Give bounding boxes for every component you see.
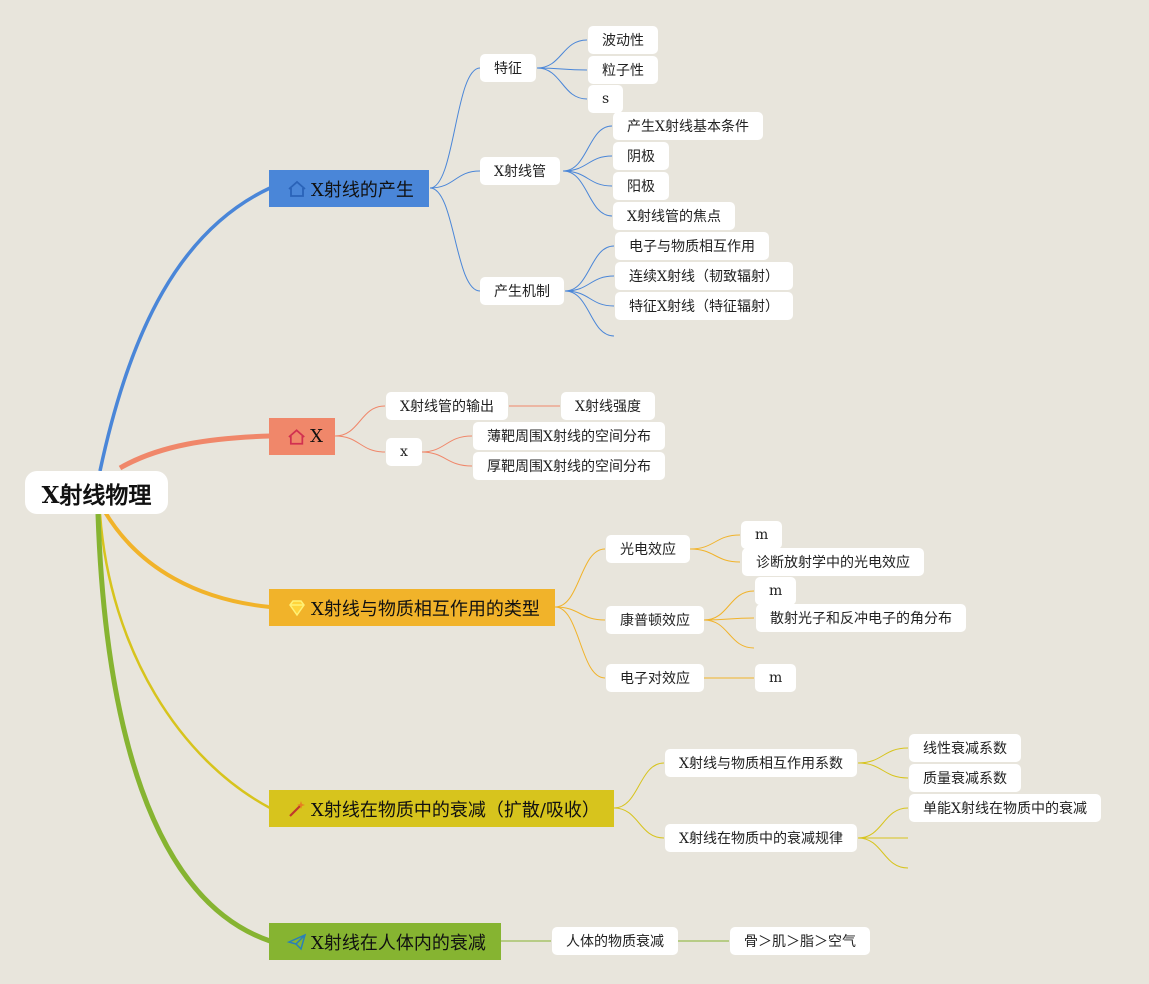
branch-label: X射线在人体内的衰减 bbox=[311, 932, 486, 954]
branch-label: X射线在物质中的衰减（扩散/吸收） bbox=[311, 799, 600, 821]
node-thin-target[interactable]: 薄靶周围X射线的空间分布 bbox=[473, 422, 665, 450]
node-mass-attenuation[interactable]: 质量衰减系数 bbox=[909, 764, 1021, 792]
node-xray-intensity[interactable]: X射线强度 bbox=[561, 392, 655, 420]
node-tube-output[interactable]: X射线管的输出 bbox=[386, 392, 508, 420]
magic-wand-icon bbox=[289, 800, 305, 817]
node-pair-production[interactable]: 电子对效应 bbox=[606, 664, 704, 692]
node-s[interactable]: s bbox=[588, 85, 624, 113]
node-continuous-xray[interactable]: 连续X射线（韧致辐射） bbox=[615, 262, 793, 290]
diamond-icon bbox=[289, 599, 305, 616]
node-diagnostic-photoelectric[interactable]: 诊断放射学中的光电效应 bbox=[742, 548, 924, 576]
node-compton[interactable]: 康普顿效应 bbox=[606, 606, 704, 634]
paper-plane-icon bbox=[287, 933, 307, 950]
node-interaction-coefficient[interactable]: X射线与物质相互作用系数 bbox=[665, 749, 857, 777]
node-monoenergetic[interactable]: 单能X射线在物质中的衰减 bbox=[909, 794, 1101, 822]
node-thick-target[interactable]: 厚靶周围X射线的空间分布 bbox=[473, 452, 665, 480]
node-angular-distribution[interactable]: 散射光子和反冲电子的角分布 bbox=[756, 604, 966, 632]
home-icon bbox=[288, 180, 306, 197]
root-node[interactable]: X射线物理 bbox=[25, 471, 168, 514]
node-cathode[interactable]: 阴极 bbox=[613, 142, 669, 170]
home-icon bbox=[288, 428, 305, 445]
node-bone-order[interactable]: 骨＞肌＞脂＞空气 bbox=[730, 927, 870, 955]
node-anode[interactable]: 阳极 bbox=[613, 172, 669, 200]
node-linear-attenuation[interactable]: 线性衰减系数 bbox=[909, 734, 1021, 762]
node-x-small[interactable]: x bbox=[386, 438, 422, 466]
node-characteristic-xray[interactable]: 特征X射线（特征辐射） bbox=[615, 292, 793, 320]
branch-node-body-attenuation[interactable]: X射线在人体内的衰减 bbox=[269, 923, 501, 960]
branch-label: X bbox=[310, 426, 323, 447]
node-particle-nature[interactable]: 粒子性 bbox=[588, 56, 658, 84]
branch-node-attenuation[interactable]: X射线在物质中的衰减（扩散/吸收） bbox=[269, 790, 614, 827]
node-focal-spot[interactable]: X射线管的焦点 bbox=[613, 202, 735, 230]
node-wave-nature[interactable]: 波动性 bbox=[588, 26, 658, 54]
node-m-2[interactable]: m bbox=[755, 577, 797, 605]
branch-node-x[interactable]: X bbox=[269, 418, 335, 455]
node-mechanism[interactable]: 产生机制 bbox=[480, 277, 564, 305]
node-xray-tube[interactable]: X射线管 bbox=[480, 157, 560, 185]
branch-label: X射线的产生 bbox=[311, 179, 414, 201]
node-m-3[interactable]: m bbox=[755, 664, 797, 692]
node-body-matter[interactable]: 人体的物质衰减 bbox=[552, 927, 678, 955]
node-attenuation-law[interactable]: X射线在物质中的衰减规律 bbox=[665, 824, 857, 852]
node-m-1[interactable]: m bbox=[741, 521, 783, 549]
node-electron-matter[interactable]: 电子与物质相互作用 bbox=[615, 232, 769, 260]
node-photoelectric[interactable]: 光电效应 bbox=[606, 535, 690, 563]
branch-node-interaction-types[interactable]: X射线与物质相互作用的类型 bbox=[269, 589, 555, 626]
branch-node-production[interactable]: X射线的产生 bbox=[269, 170, 429, 207]
node-characteristics[interactable]: 特征 bbox=[480, 54, 536, 82]
node-basic-conditions[interactable]: 产生X射线基本条件 bbox=[613, 112, 763, 140]
branch-label: X射线与物质相互作用的类型 bbox=[311, 598, 540, 620]
